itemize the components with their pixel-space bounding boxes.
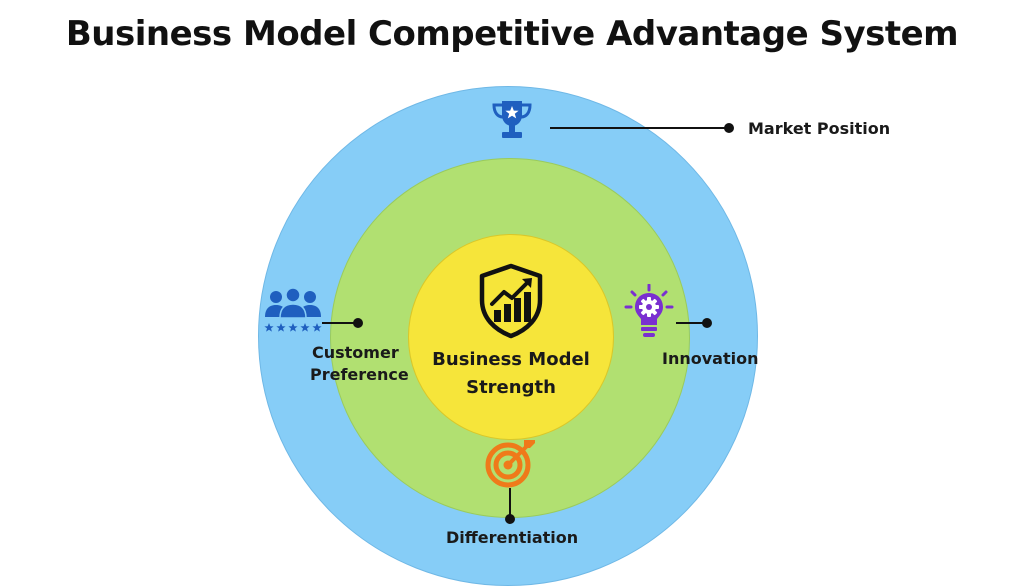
innovation-label: Innovation — [662, 349, 759, 368]
core-label-line1: Business Model — [432, 349, 590, 370]
differentiation-label: Differentiation — [446, 528, 579, 547]
core-label-line2: Strength — [466, 377, 556, 398]
market-position-connector — [550, 123, 734, 133]
target-arrow-icon — [485, 440, 535, 488]
innovation-connector — [676, 318, 712, 328]
core-strength-label: Business Model Strength — [408, 346, 614, 402]
customer-preference-connector — [322, 318, 363, 328]
customer-preference-label: Customer Preference — [310, 342, 420, 386]
lightbulb-gear-icon — [624, 284, 674, 337]
differentiation-connector — [505, 488, 515, 524]
trophy-star-icon — [492, 101, 532, 138]
customer-preference-line1: Customer — [312, 343, 399, 362]
shield-growth-chart-icon — [479, 263, 543, 339]
customers-rating-icon — [264, 287, 322, 332]
market-position-label: Market Position — [748, 119, 891, 138]
diagram-title: Business Model Competitive Advantage Sys… — [65, 14, 959, 54]
customer-preference-line2: Preference — [310, 365, 409, 384]
